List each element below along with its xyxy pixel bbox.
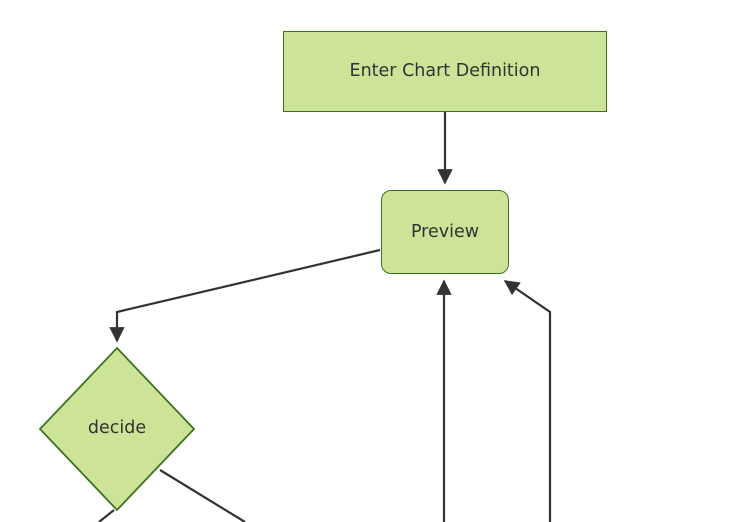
edge-preview-to-decide [109,248,381,343]
node-enter-chart-definition-label: Enter Chart Definition [349,61,541,81]
node-decide-shape[interactable] [38,346,196,512]
edge-decide-branch-right [159,469,246,522]
node-enter-chart-definition[interactable]: Enter Chart Definition [283,31,607,112]
node-preview[interactable]: Preview [381,190,509,274]
node-preview-label: Preview [410,221,480,242]
edge-offscreen-right-to-preview [503,280,552,522]
edge-decide-branch-left [98,509,115,522]
